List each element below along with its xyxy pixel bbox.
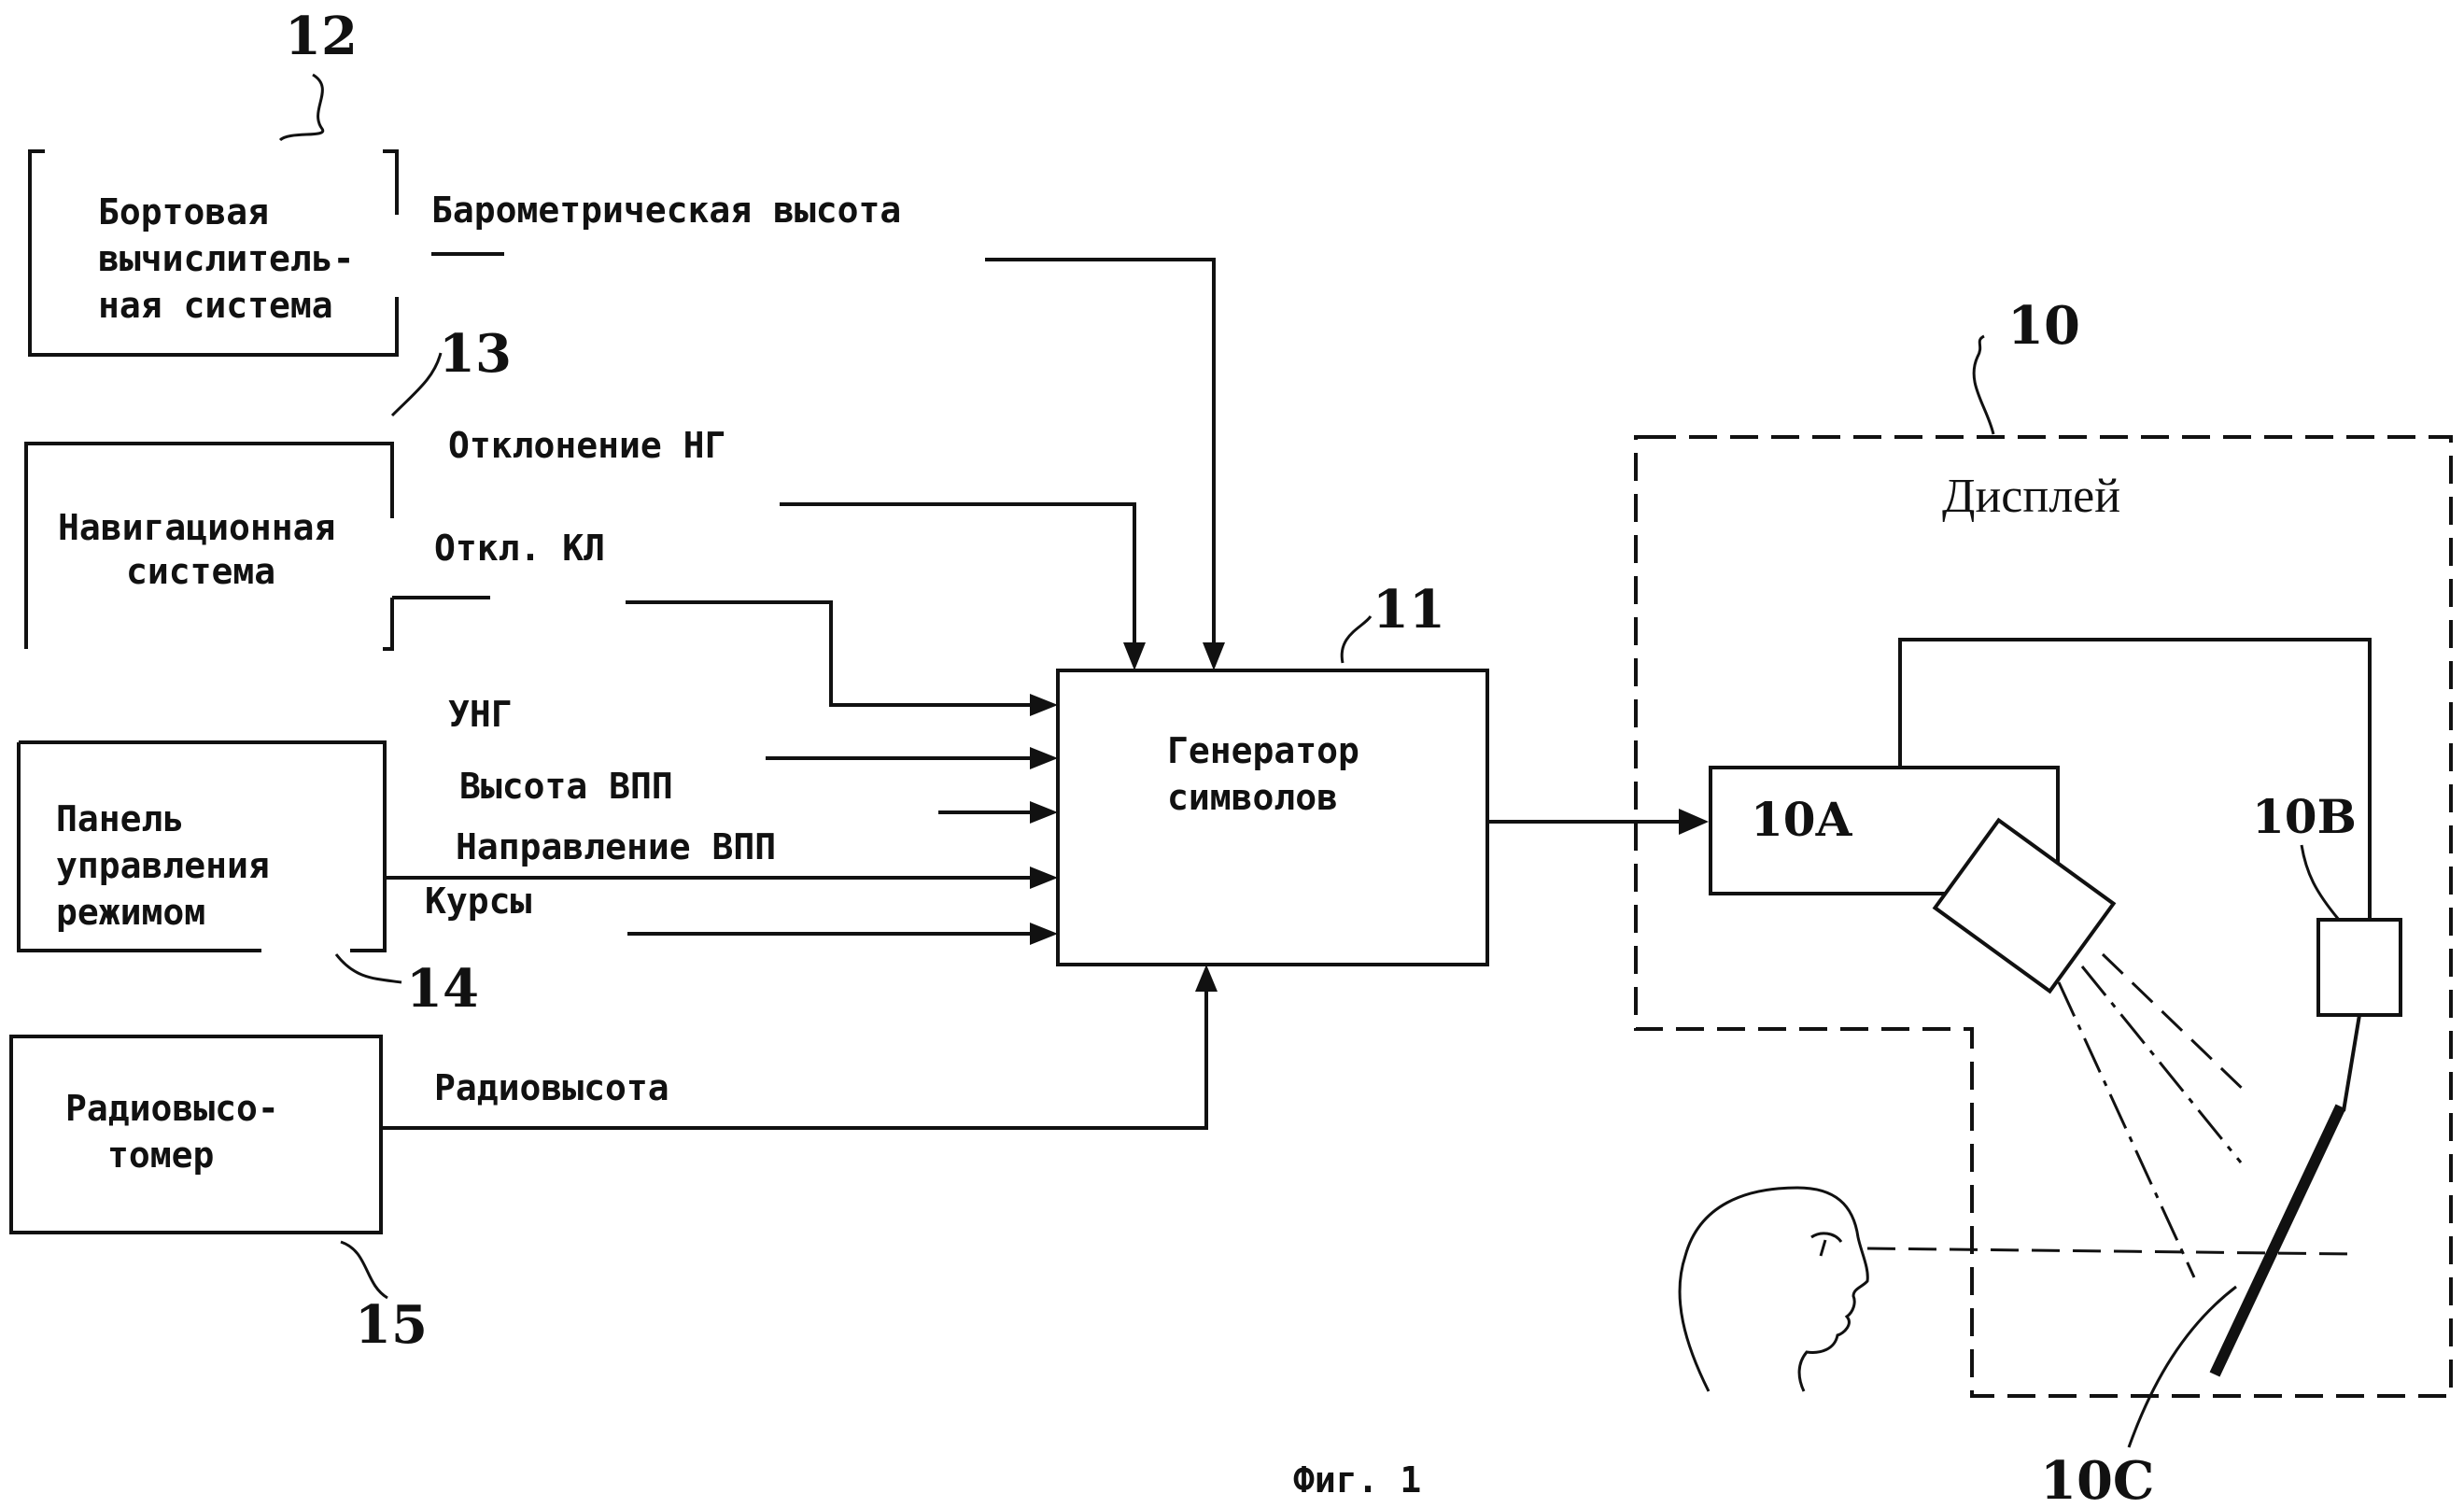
signal-courses-label: Курсы (425, 881, 532, 922)
arrow-glideslope (1123, 642, 1146, 670)
unit-10c-label: 10C (2040, 1450, 2155, 1508)
display-ref-number: 10 (2007, 295, 2080, 357)
onboard-computer-ref-number: 12 (285, 6, 358, 67)
pilot-eye-icon (1811, 1233, 1841, 1256)
projector-lens (1935, 820, 2113, 991)
figure-caption: Фиг. 1 (1293, 1459, 1421, 1501)
beam-3 (2103, 954, 2248, 1094)
combiner-arm (2344, 1015, 2359, 1111)
arrow-ung (1030, 747, 1058, 769)
signal-ung-label: УНГ (448, 694, 513, 735)
mode-panel-block: Панель управления режимом (19, 742, 385, 951)
unit-10b-label: 10B (2252, 789, 2357, 844)
beam-2 (2082, 966, 2241, 1163)
arrow-courses (1030, 923, 1058, 945)
signal-runway-height-label: Высота ВПП (459, 766, 673, 807)
navigation-label-line2: система (126, 551, 275, 592)
signal-glideslope-dev-label: Отклонение НГ (448, 425, 725, 466)
leader-11 (1342, 616, 1371, 663)
unit-10a-label: 10A (1751, 792, 1853, 847)
arrow-baro (1203, 642, 1225, 670)
onboard-computer-label-line2: вычислитель- (98, 238, 355, 279)
arrow-localizer (1030, 694, 1058, 716)
leader-14 (336, 954, 401, 982)
arrow-radio-altitude (1195, 965, 1218, 992)
symbol-generator-ref-number: 11 (1373, 579, 1445, 641)
signal-baro-line (985, 260, 1214, 644)
signal-localizer-line (626, 602, 1032, 705)
signal-localizer-dev-label: Откл. КЛ (434, 528, 605, 569)
line-of-sight (1867, 1248, 2353, 1254)
onboard-computer-block: Бортовая вычислитель- ная система (30, 151, 397, 355)
symbol-generator-label-line1: Генератор (1167, 730, 1359, 771)
mode-panel-label-line3: режимом (56, 892, 205, 933)
leader-10b (2302, 845, 2339, 920)
radio-altimeter-block: Радиовысо- томер (11, 1036, 381, 1233)
symbol-generator-label-line2: символов (1167, 777, 1338, 818)
navigation-ref-number: 13 (439, 323, 512, 385)
pilot-head-icon (1680, 1188, 1867, 1391)
arrow-runway-height (1030, 801, 1058, 824)
signal-radio-altitude-label: Радиовысота (434, 1067, 669, 1108)
arrow-runway-dir (1030, 867, 1058, 889)
onboard-computer-label-line1: Бортовая (98, 191, 269, 233)
leader-12 (280, 75, 323, 140)
signal-runway-dir-label: Направление ВПП (456, 826, 776, 867)
leader-10 (1974, 336, 1993, 434)
combiner-glass (2215, 1106, 2341, 1374)
signal-baro-altitude-label: Барометрическая высота (431, 190, 901, 231)
beam-1 (2059, 982, 2194, 1277)
arrow-to-display (1679, 809, 1709, 835)
mode-panel-label-line2: управления (56, 845, 270, 886)
navigation-block: Навигационная система (26, 444, 392, 649)
onboard-computer-label-line3: ная система (98, 285, 333, 326)
radio-altimeter-ref-number: 15 (355, 1294, 428, 1356)
mode-panel-ref-number: 14 (406, 958, 479, 1020)
symbol-generator-block: Генератор символов (1058, 670, 1487, 965)
radio-altimeter-label-line1: Радиовысо- (65, 1088, 279, 1129)
display-title: Дисплей (1942, 470, 2120, 523)
radio-altimeter-label-line2: томер (107, 1135, 214, 1176)
leader-13 (392, 353, 441, 416)
navigation-label-line1: Навигационная (58, 507, 335, 548)
leader-15 (341, 1242, 387, 1298)
mode-panel-label-line1: Панель (56, 798, 184, 839)
unit-10b-box (2318, 920, 2401, 1015)
